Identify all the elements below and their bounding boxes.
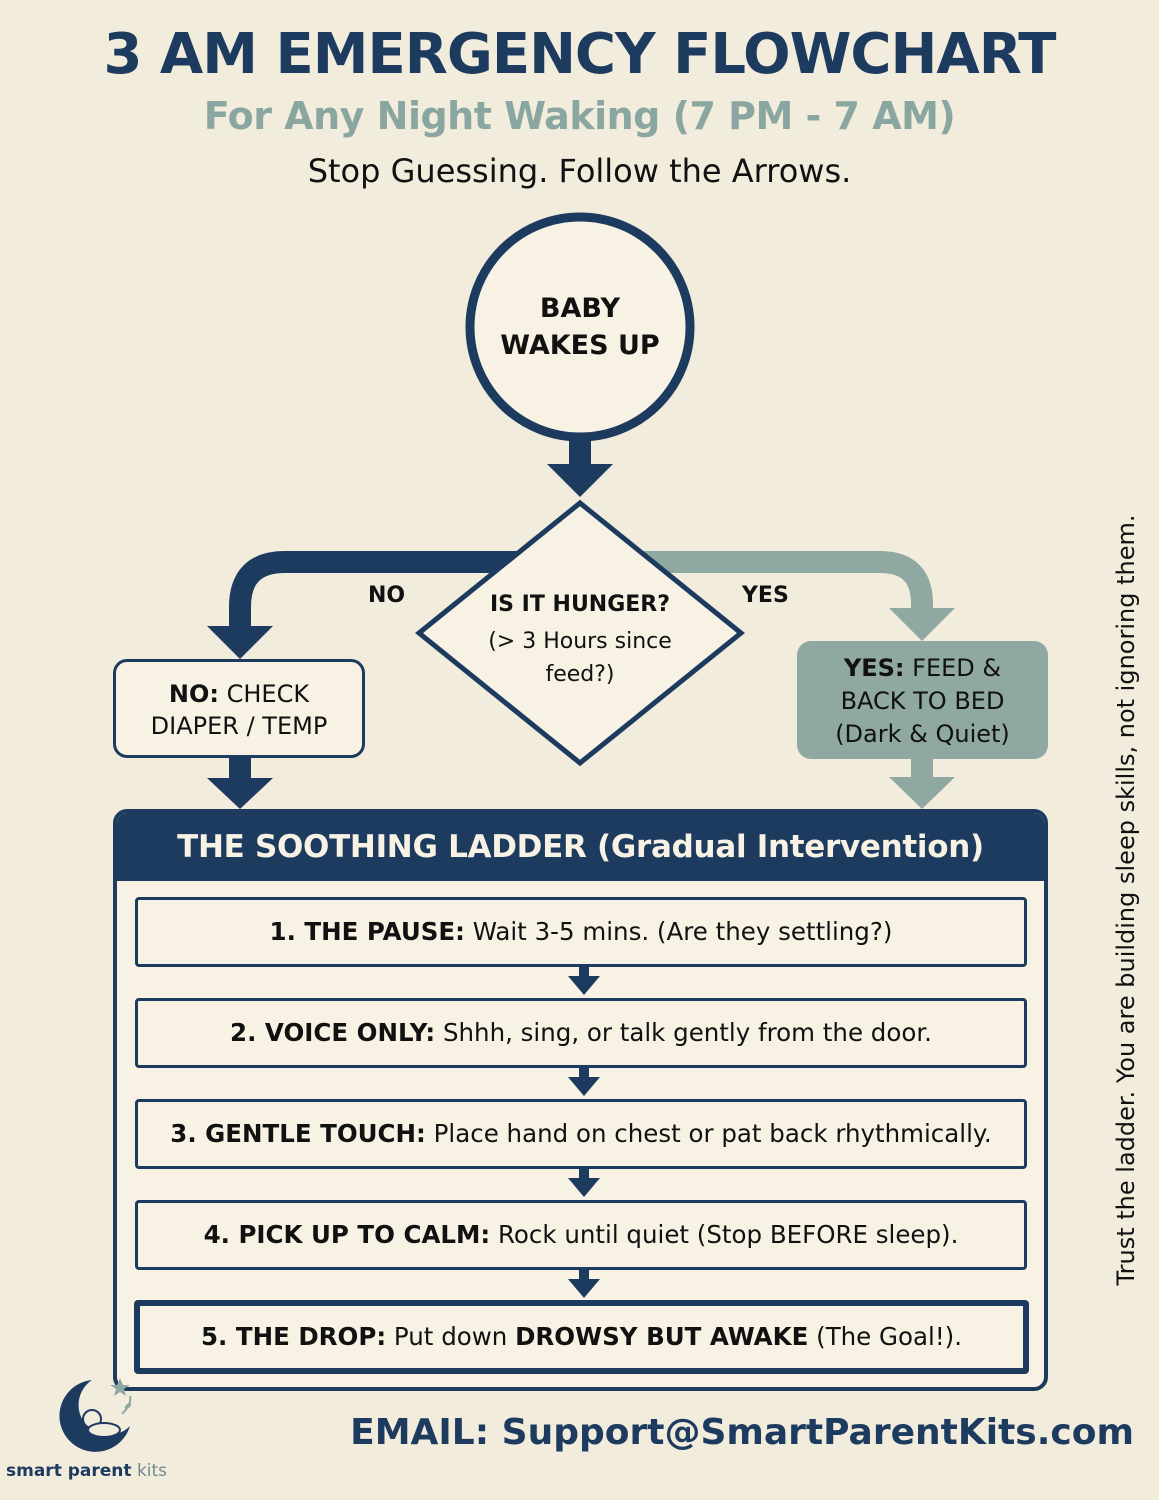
page-subtitle: For Any Night Waking (7 PM - 7 AM) [203,94,956,138]
yes-box-text-3: (Dark & Quiet) [835,720,1010,748]
no-branch-arrowhead [207,626,273,659]
start-line-1: BABY [539,293,621,324]
ladder-step-1: 1. THE PAUSE: Wait 3-5 mins. (Are they s… [135,897,1027,967]
arrow-no-to-ladder-head [207,778,273,809]
decision-detail: (> 3 Hours since feed?) [462,625,698,691]
ladder-step-arrows [568,966,600,1298]
tagline: Stop Guessing. Follow the Arrows. [307,152,852,190]
no-outcome-box: NO: CHECK DIAPER / TEMP [113,659,365,758]
yes-box-bold: YES: [843,654,905,682]
page-title: 3 AM EMERGENCY FLOWCHART [103,22,1056,87]
ladder-step-3: 3. GENTLE TOUCH: Place hand on chest or … [135,1099,1027,1169]
step-2-text: Shhh, sing, or talk gently from the door… [435,1018,932,1047]
ladder-title: THE SOOTHING LADDER (Gradual Interventio… [117,813,1044,881]
step-4-text: Rock until quiet (Stop BEFORE sleep). [490,1220,959,1249]
step-5-text-2: (The Goal!). [808,1322,963,1351]
logo-text-bold: smart parent [6,1461,132,1481]
step-1-bold: 1. THE PAUSE: [269,917,465,946]
yes-branch-label: YES [742,583,789,608]
start-line-2: WAKES UP [500,330,660,361]
support-email[interactable]: EMAIL: Support@SmartParentKits.com [350,1412,1134,1453]
step-2-bold: 2. VOICE ONLY: [230,1018,436,1047]
step-4-bold: 4. PICK UP TO CALM: [203,1220,491,1249]
arrow-yes-to-ladder-head [889,777,955,809]
start-node-label: BABY WAKES UP [480,290,680,364]
decision-detail-line-2: feed?) [545,662,615,687]
brand-logo-text: smart parent kits [6,1461,167,1481]
yes-branch-path [640,551,933,610]
decision-question: IS IT HUNGER? [489,592,671,617]
ladder-step-5: 5. THE DROP: Put down DROWSY BUT AWAKE (… [134,1300,1029,1374]
arrow-start-to-decision [569,436,591,466]
side-note: Trust the ladder. You are building sleep… [1112,514,1140,1286]
yes-outcome-box: YES: FEED & BACK TO BED (Dark & Quiet) [797,641,1048,759]
step-3-text: Place hand on chest or pat back rhythmic… [425,1119,992,1148]
step-5-bold-2: DROWSY BUT AWAKE [515,1322,809,1351]
ladder-step-4: 4. PICK UP TO CALM: Rock until quiet (St… [135,1200,1027,1270]
moon-baby-logo-icon [59,1378,132,1452]
step-5-bold: 5. THE DROP: [200,1322,387,1351]
ladder-step-2: 2. VOICE ONLY: Shhh, sing, or talk gentl… [135,998,1027,1068]
step-1-text: Wait 3-5 mins. (Are they settling?) [464,917,893,946]
step-5-text: Put down [386,1322,516,1351]
arrow-no-to-ladder [229,758,251,780]
no-branch-path [229,551,520,627]
arrow-start-to-decision-head [547,464,613,497]
arrow-yes-to-ladder [911,759,933,779]
step-3-bold: 3. GENTLE TOUCH: [170,1119,426,1148]
logo-text-light: kits [136,1461,168,1481]
no-branch-label: NO [368,583,406,608]
yes-box-text-1: FEED & [904,654,1002,682]
decision-diamond [415,499,745,767]
no-box-text-2: DIAPER / TEMP [150,712,328,740]
soothing-ladder-panel: THE SOOTHING LADDER (Gradual Interventio… [113,809,1048,1391]
yes-box-text-2: BACK TO BED [840,687,1005,715]
yes-branch-arrowhead [889,608,955,641]
no-box-bold: NO: [168,680,219,708]
decision-detail-line-1: (> 3 Hours since [488,629,672,654]
no-box-text-1: CHECK [219,680,310,708]
